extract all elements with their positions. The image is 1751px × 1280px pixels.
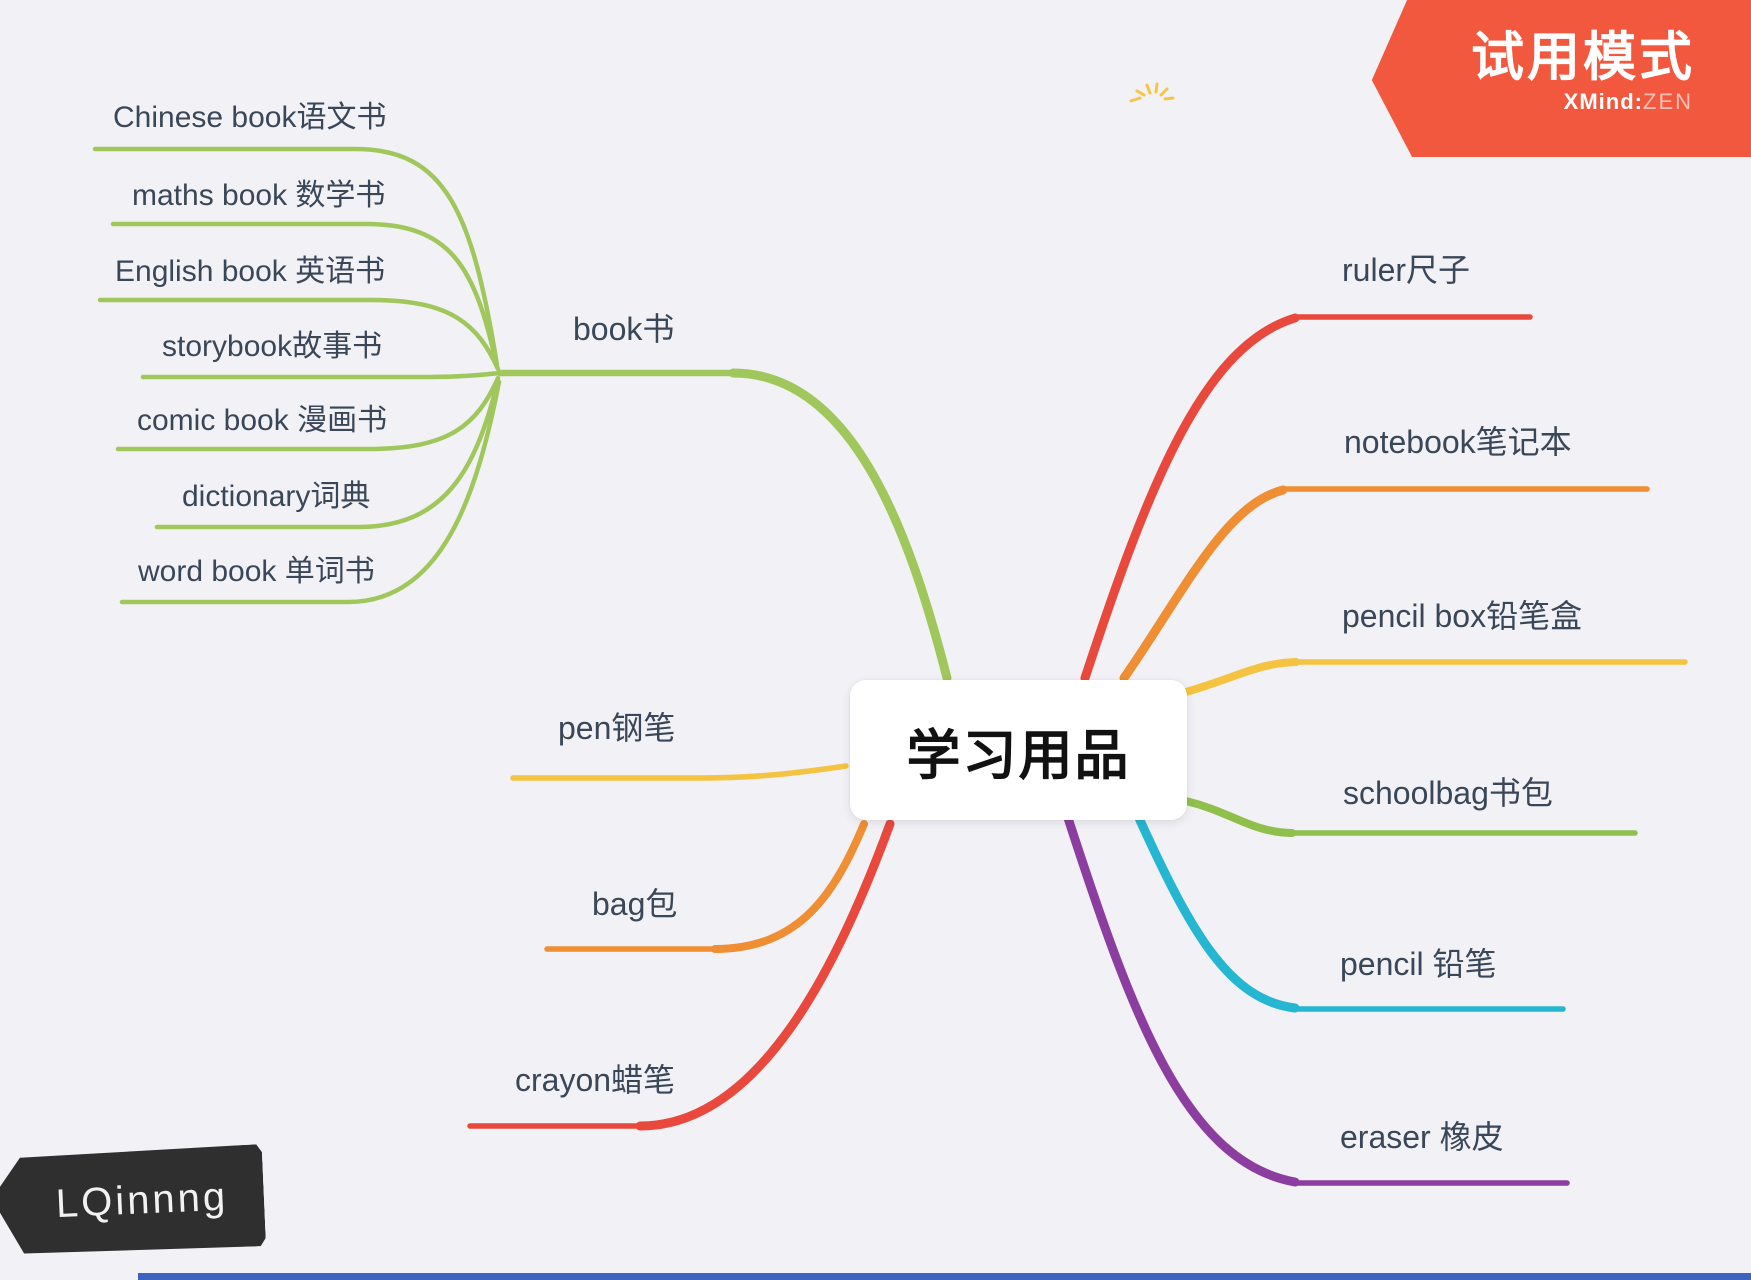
xmind-logo-name: XMind: [1563, 89, 1635, 114]
central-topic[interactable]: 学习用品: [850, 680, 1187, 820]
topic-pencil[interactable]: pencil 铅笔: [1340, 946, 1497, 982]
line-crayon-curve: [635, 819, 895, 1131]
topic-eraser[interactable]: eraser 橡皮: [1340, 1119, 1504, 1155]
line-schoolbag-curve: [1182, 797, 1296, 837]
subtopic-comic-book[interactable]: comic book 漫画书: [137, 404, 388, 437]
line-chinese-book: [92, 146, 500, 368]
subtopic-storybook[interactable]: storybook故事书: [162, 330, 383, 363]
line-eraser-curve: [1063, 813, 1300, 1187]
topic-ruler[interactable]: ruler尺子: [1342, 252, 1471, 288]
xmind-logo-separator: :: [1634, 89, 1643, 114]
line-notebook-curve: [1119, 485, 1288, 683]
topic-book[interactable]: book书: [573, 311, 675, 347]
topic-bag[interactable]: bag包: [592, 886, 678, 922]
line-pen: [510, 763, 849, 781]
subtopic-dictionary[interactable]: dictionary词典: [182, 480, 371, 513]
line-storybook: [140, 370, 503, 380]
subtopic-english-book[interactable]: English book 英语书: [115, 255, 386, 288]
trial-mode-label: 试用模式: [1471, 28, 1695, 87]
watermark-tag[interactable]: LQinnng: [0, 1144, 266, 1258]
line-pencilbox-curve: [1182, 658, 1300, 696]
taskbar-strip: [138, 1273, 1751, 1280]
line-word-book: [119, 379, 502, 605]
xmind-logo-edition: ZEN: [1643, 89, 1693, 114]
topic-schoolbag[interactable]: schoolbag书包: [1343, 775, 1553, 811]
line-dictionary: [154, 377, 501, 530]
line-ruler-curve: [1080, 313, 1300, 683]
topic-pencil-box[interactable]: pencil box铅笔盒: [1342, 598, 1583, 634]
trial-mode-banner[interactable]: 试用模式 XMind:ZEN: [1371, 0, 1751, 157]
watermark-text: LQinnng: [54, 1174, 229, 1226]
sun-icon: [1129, 82, 1175, 103]
topic-crayon[interactable]: crayon蜡笔: [515, 1062, 676, 1098]
xmind-zen-logo: XMind:ZEN: [1372, 89, 1693, 114]
topic-notebook[interactable]: notebook笔记本: [1344, 424, 1572, 460]
subtopic-maths-book[interactable]: maths book 数学书: [132, 179, 386, 212]
line-bag-curve: [711, 820, 868, 953]
topic-pen[interactable]: pen钢笔: [558, 710, 676, 746]
subtopic-chinese-book[interactable]: Chinese book语文书: [113, 101, 387, 134]
line-pencil-curve: [1134, 813, 1300, 1013]
subtopic-word-book[interactable]: word book 单词书: [138, 555, 375, 588]
line-english-book: [97, 297, 501, 372]
line-maths-book: [110, 221, 500, 370]
line-book-curve: [728, 368, 952, 683]
line-comic-book: [115, 375, 501, 452]
